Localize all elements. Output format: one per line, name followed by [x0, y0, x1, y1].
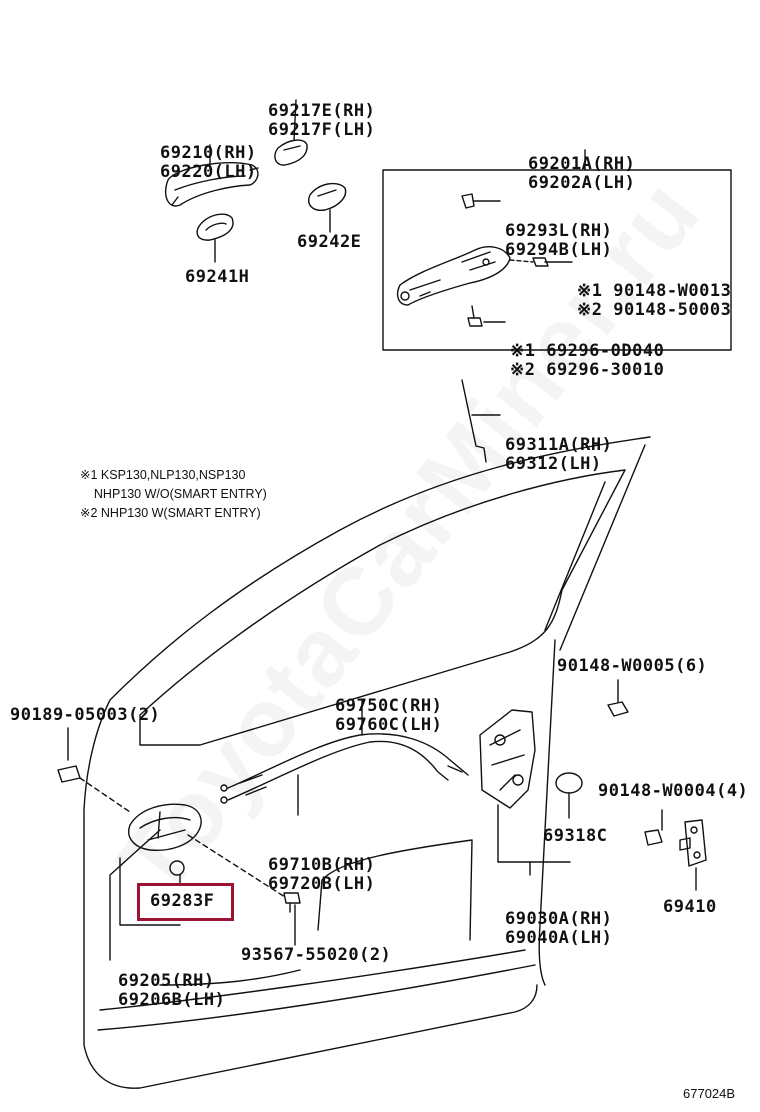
- label-69410: 69410: [663, 897, 717, 917]
- clip-circle: [169, 860, 185, 876]
- handle-frame-shape: [396, 246, 511, 306]
- bolt-shape: [532, 257, 556, 267]
- label-69242: 69242E: [297, 232, 362, 252]
- applicability-notes: ※1 KSP130,NLP130,NSP130 NHP130 W/O(SMART…: [80, 468, 267, 520]
- handle-pad-shape: [196, 213, 234, 241]
- label-69030: 69030A(RH)69040A(LH): [505, 909, 613, 948]
- label-69201: 69201A(RH)69202A(LH): [528, 154, 636, 193]
- cap-gasket-shape: [308, 182, 347, 211]
- label-69296: ※1 69296-0D040※2 69296-30010: [510, 341, 665, 380]
- label-69750: 69750C(RH)69760C(LH): [335, 696, 443, 735]
- label-69311: 69311A(RH)69312(LH): [505, 435, 613, 474]
- cable-shape: [220, 733, 469, 804]
- door-frame-outline: [83, 436, 651, 1089]
- label-69241: 69241H: [185, 267, 250, 287]
- label-69318: 69318C: [543, 826, 608, 846]
- highlighted-part-box[interactable]: 69283F: [137, 883, 234, 921]
- inside-handle-shape: [128, 803, 202, 852]
- screw-shape: [467, 305, 483, 327]
- label-69210: 69210(RH)69220(LH): [160, 143, 257, 182]
- label-69293: 69293L(RH)69294B(LH): [505, 221, 613, 260]
- label-69710: 69710B(RH)69720B(LH): [268, 855, 376, 894]
- label-90148-upper: ※1 90148-W0013※2 90148-50003: [577, 281, 732, 320]
- bolt-w0005-shape: [607, 701, 629, 717]
- label-93567: 93567-55020(2): [241, 945, 392, 965]
- label-69283: 69283F: [150, 891, 215, 911]
- grommet-shape: [555, 772, 583, 794]
- label-69217: 69217E(RH)69217F(LH): [268, 101, 376, 140]
- label-90148-w0005: 90148-W0005(6): [557, 656, 708, 676]
- clip-shape: [461, 193, 475, 209]
- handle-cap-shape: [274, 139, 308, 166]
- striker-shape: [679, 819, 707, 867]
- rod-shape: [461, 379, 487, 463]
- label-90189: 90189-05003(2): [10, 705, 161, 725]
- door-lock-shape: [479, 709, 536, 809]
- bolt-w0004-shape: [644, 829, 663, 846]
- label-69205: 69205(RH)69206B(LH): [118, 971, 226, 1010]
- nut-shape: [57, 765, 81, 783]
- outside-handle-shape: [164, 162, 259, 207]
- label-90148-w0004: 90148-W0004(4): [598, 781, 749, 801]
- handle-frame-box: [382, 169, 732, 351]
- screw-93567-shape: [283, 892, 301, 913]
- diagram-ref-code: 677024B: [683, 1086, 736, 1101]
